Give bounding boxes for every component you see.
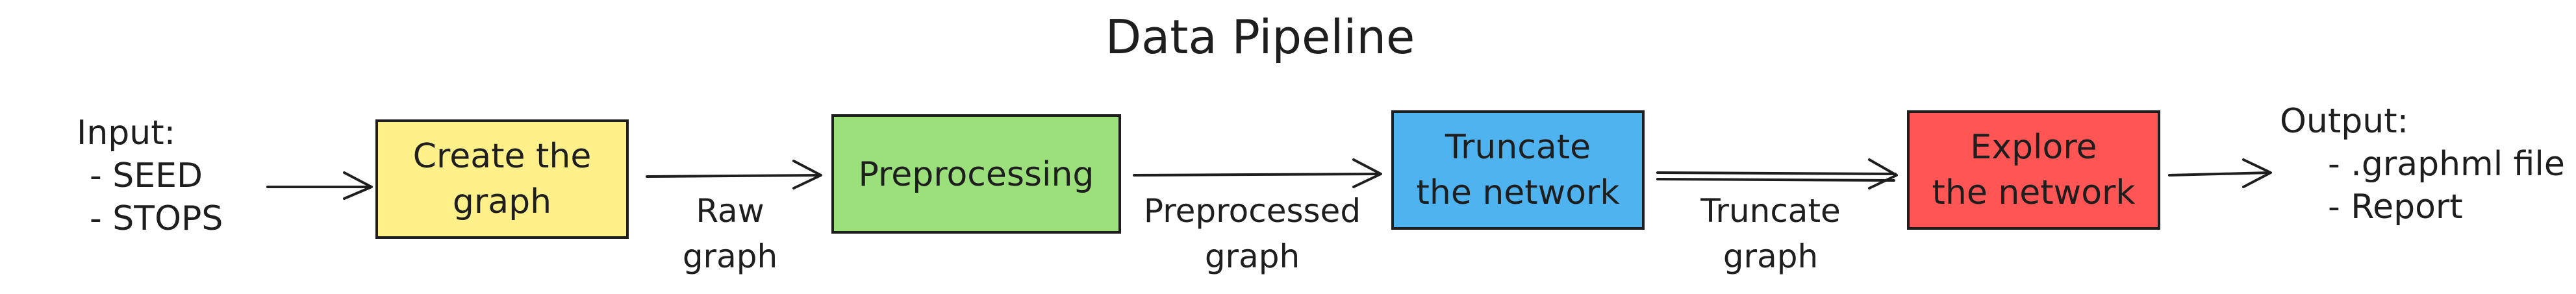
edge-label-raw-graph-line-1: Raw [696,192,764,230]
edge-label-truncate-graph: Truncate graph [1700,192,1841,275]
node-create-graph-label-line-2: graph [453,182,551,221]
arrow-create-to-preprocessing [646,160,822,190]
node-preprocessing-label: Preprocessing [859,155,1094,194]
edge-label-preprocessed-graph: Preprocessed graph [1144,192,1361,275]
diagram-title: Data Pipeline [1105,10,1415,64]
output-item-report: - Report [2328,188,2463,227]
input-heading: Input: [77,114,175,153]
node-truncate-network-label-line-1: Truncate [1445,128,1591,167]
node-preprocessing: Preprocessing [831,114,1121,234]
node-create-graph-label-line-1: Create the [413,137,592,176]
input-block: Input: - SEED - STOPS [77,114,223,238]
input-item-stops: - STOPS [90,199,223,238]
output-item-graphml: - .graphml file [2328,145,2565,184]
edge-label-truncate-graph-line-2: graph [1723,238,1818,275]
node-preprocessing-box [831,114,1121,234]
arrow-explore-to-output [2168,158,2272,188]
input-item-seed: - SEED [90,156,203,195]
node-truncate-network: Truncate the network [1391,110,1645,230]
arrow-preprocessing-to-truncate [1133,158,1382,188]
arrow-truncate-to-explore [1656,158,1898,190]
node-explore-network-label-line-1: Explore [1970,128,2097,167]
edge-label-truncate-graph-line-1: Truncate [1700,192,1841,230]
node-truncate-network-box [1391,110,1645,230]
node-explore-network: Explore the network [1907,110,2160,230]
node-create-graph-box [375,119,629,239]
node-create-graph: Create the graph [375,119,629,239]
node-explore-network-label-line-2: the network [1932,173,2135,212]
node-truncate-network-label-line-2: the network [1416,173,1619,212]
output-block: Output: - .graphml file - Report [2280,102,2565,227]
node-explore-network-box [1907,110,2160,230]
output-heading: Output: [2280,102,2408,141]
edge-label-preprocessed-graph-line-2: graph [1205,238,1300,275]
edge-label-raw-graph-line-2: graph [683,238,777,275]
edge-label-preprocessed-graph-line-1: Preprocessed [1144,192,1361,230]
arrow-input-to-create [266,171,373,200]
edge-label-raw-graph: Raw graph [683,192,777,275]
